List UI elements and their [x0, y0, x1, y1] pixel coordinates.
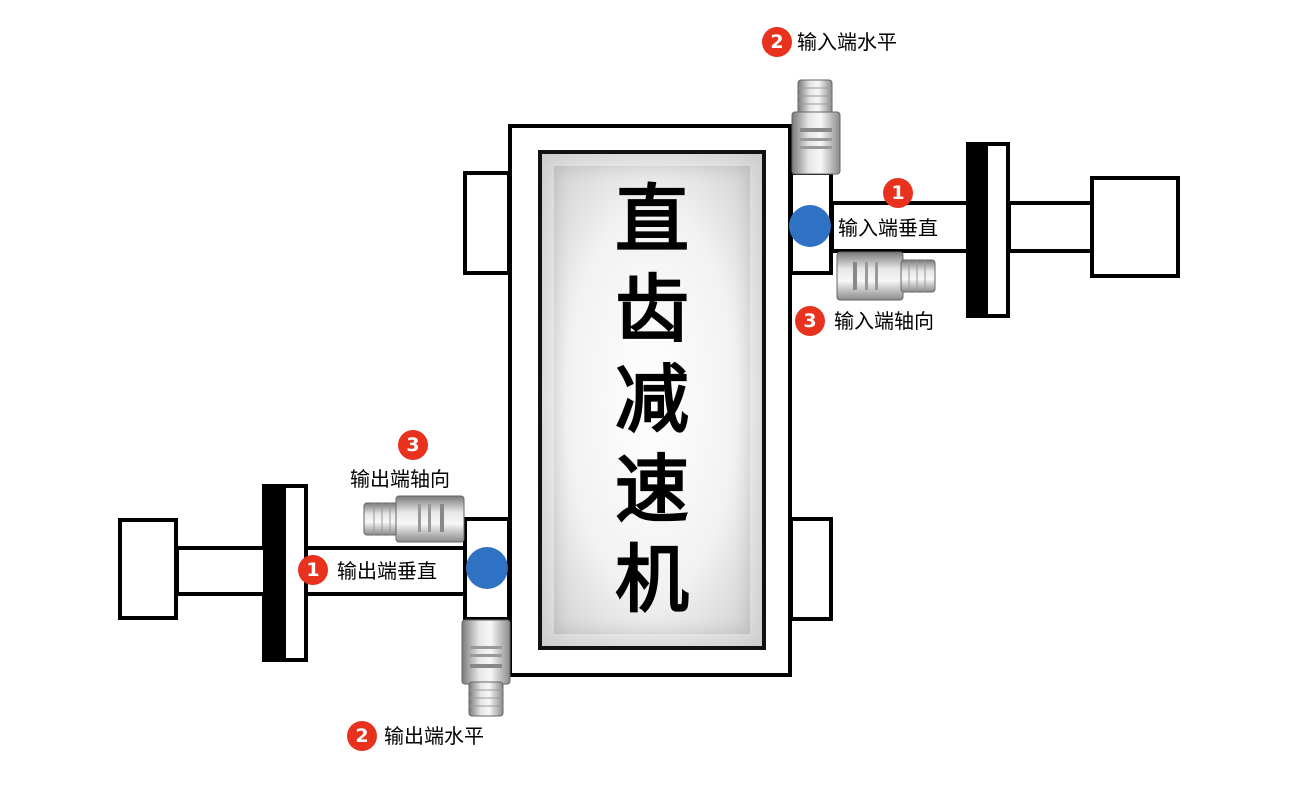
accelerometer-sensor-icon: [363, 495, 465, 543]
input-horizontal-badge: 2: [762, 27, 792, 57]
output-vertical-badge: 1: [298, 555, 328, 585]
output-shaft: [303, 546, 467, 596]
mount-block-bottom-right: [789, 517, 833, 621]
accelerometer-sensor-icon: [461, 619, 511, 717]
mount-block-top-left: [463, 171, 511, 275]
output-vertical-label: 输出端垂直: [337, 559, 437, 583]
load-block: [118, 518, 178, 620]
gearbox-title-panel: 直 齿 减 速 机: [538, 150, 766, 650]
output-axial-label: 输出端轴向: [350, 467, 450, 491]
output-axial-badge: 3: [398, 430, 428, 460]
input-coupling-bar: [966, 142, 988, 318]
title-char-5: 机: [615, 537, 689, 623]
input-vertical-label: 输入端垂直: [838, 216, 938, 240]
title-char-2: 齿: [615, 267, 689, 353]
input-measure-point: [789, 205, 831, 247]
input-vertical-badge: 1: [883, 178, 913, 208]
title-char-3: 减: [615, 357, 689, 443]
input-axial-label: 输入端轴向: [834, 309, 934, 333]
title-char-1: 直: [615, 177, 689, 263]
accelerometer-sensor-icon: [791, 79, 841, 175]
input-extension-shaft: [1007, 201, 1095, 253]
title-char-4: 速: [615, 447, 689, 533]
output-extension-shaft: [175, 546, 267, 596]
output-measure-point: [466, 547, 508, 589]
output-horizontal-label: 输出端水平: [384, 724, 484, 748]
input-horizontal-label: 输入端水平: [797, 30, 897, 54]
input-axial-badge: 3: [795, 306, 825, 336]
accelerometer-sensor-icon: [836, 251, 936, 301]
output-horizontal-badge: 2: [347, 721, 377, 751]
motor-block: [1090, 176, 1180, 278]
